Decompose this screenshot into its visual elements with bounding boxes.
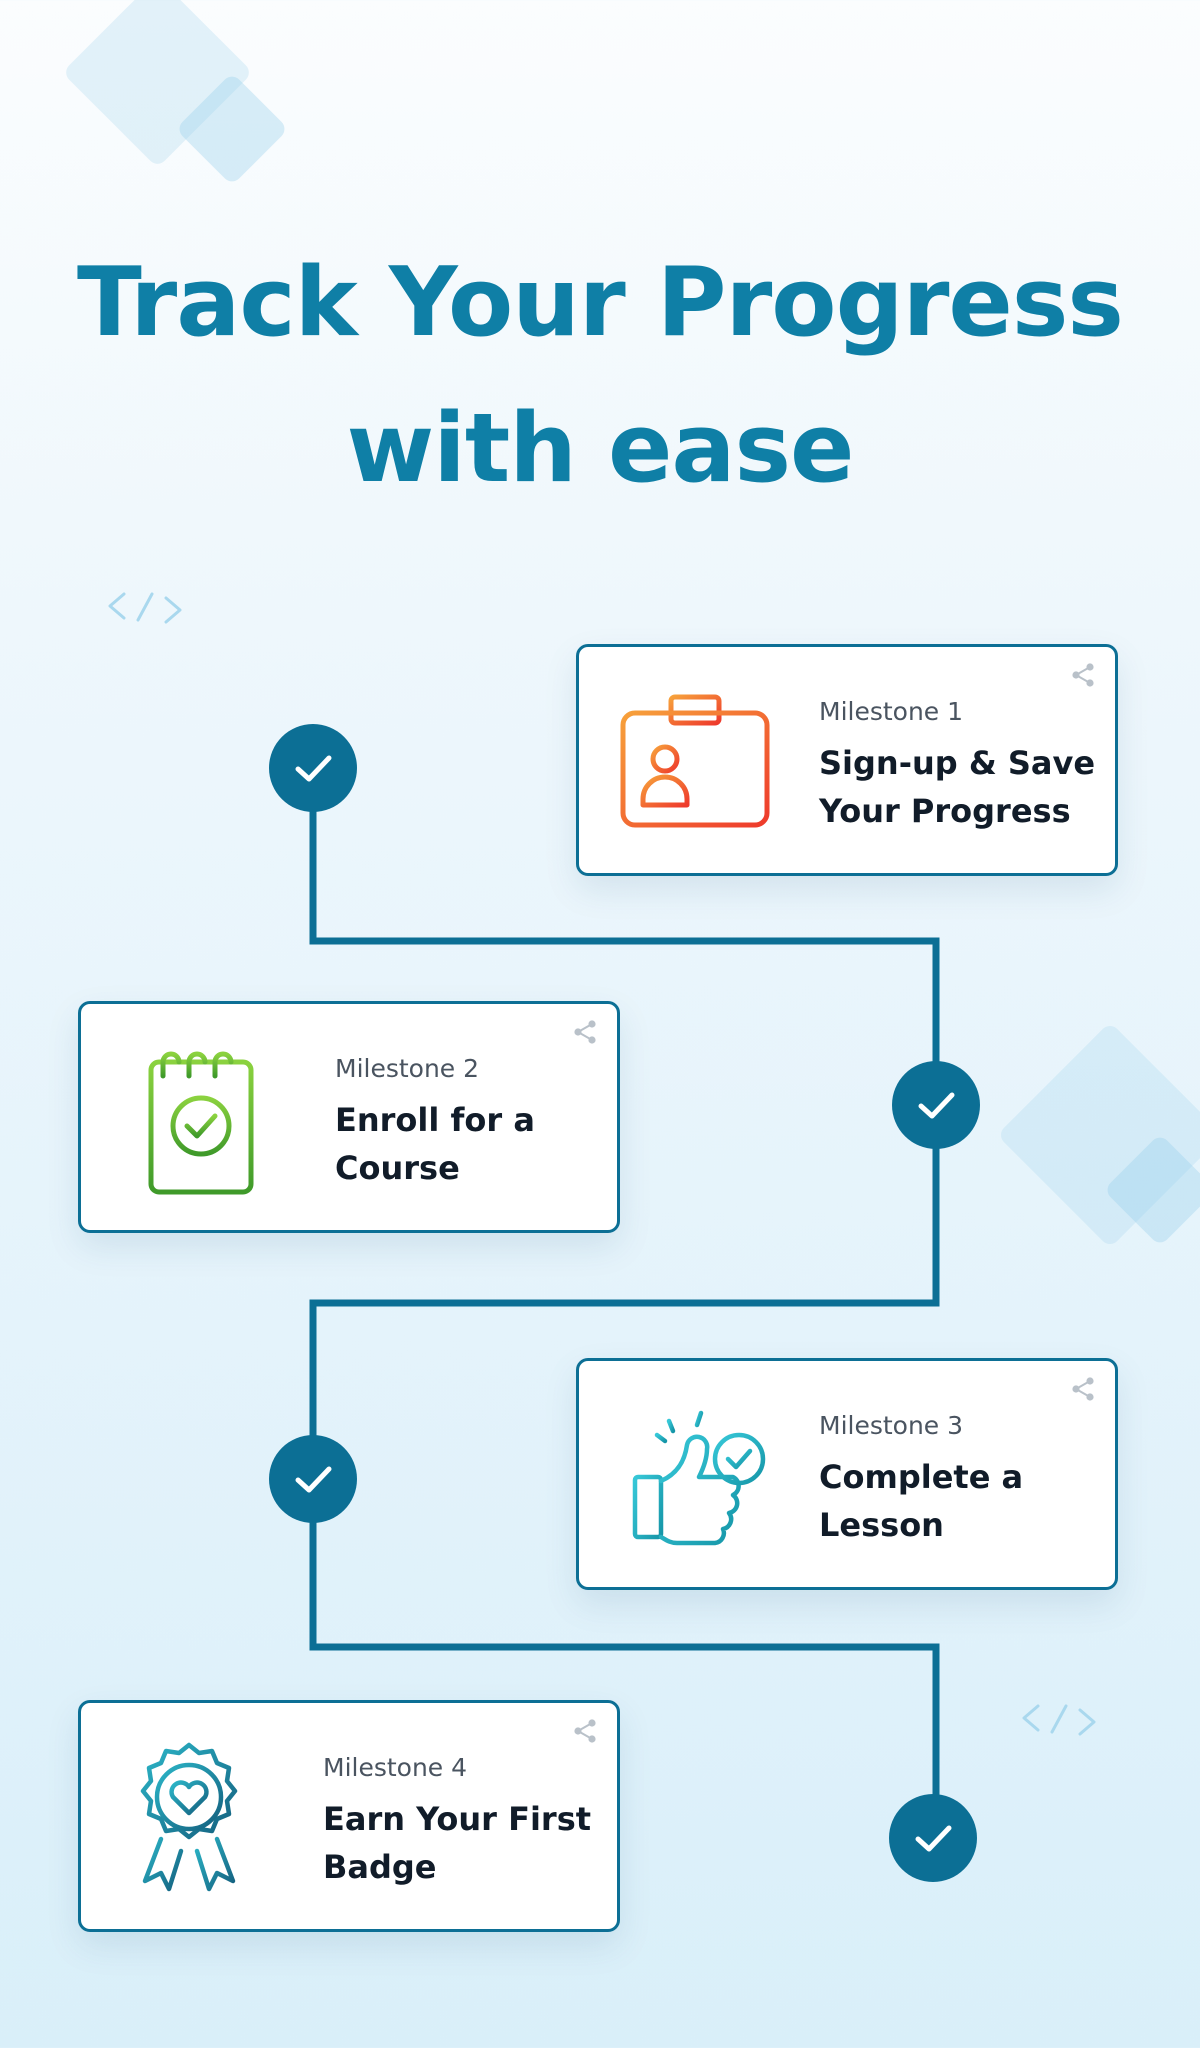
milestone-title: Enroll for a Course	[335, 1096, 635, 1192]
milestone-title-line2: Badge	[323, 1848, 437, 1886]
page-title-line2: with ease	[346, 394, 855, 504]
page-title: Track Your Progress with ease	[0, 230, 1200, 522]
code-brackets-icon	[108, 592, 182, 624]
milestone-title: Sign-up & Save Your Progress	[819, 739, 1119, 835]
thumbs-up-check-icon	[632, 1408, 766, 1546]
milestone-title-line1: Complete a	[819, 1458, 1024, 1496]
share-icon[interactable]	[1069, 1375, 1097, 1403]
milestone-title-line2: Your Progress	[819, 792, 1071, 830]
milestone-1-check-icon	[269, 724, 357, 812]
milestone-title: Earn Your First Badge	[323, 1795, 623, 1891]
code-brackets-icon	[1022, 1704, 1096, 1736]
milestone-title-line2: Course	[335, 1149, 460, 1187]
milestone-card-1[interactable]: Milestone 1 Sign-up & Save Your Progress	[576, 644, 1118, 876]
milestone-card-3[interactable]: Milestone 3 Complete a Lesson	[576, 1358, 1118, 1590]
share-icon[interactable]	[571, 1018, 599, 1046]
milestone-title-line1: Enroll for a	[335, 1101, 535, 1139]
milestone-label: Milestone 2	[335, 1054, 480, 1083]
id-badge-icon	[620, 694, 770, 828]
share-icon[interactable]	[1069, 661, 1097, 689]
milestone-title-line2: Lesson	[819, 1506, 944, 1544]
milestone-title-line1: Earn Your First	[323, 1800, 592, 1838]
milestone-4-check-icon	[889, 1794, 977, 1882]
award-ribbon-icon	[140, 1742, 238, 1892]
milestone-3-check-icon	[269, 1435, 357, 1523]
milestone-2-check-icon	[892, 1061, 980, 1149]
milestone-label: Milestone 3	[819, 1411, 964, 1440]
milestone-label: Milestone 1	[819, 697, 964, 726]
page-title-line1: Track Your Progress	[77, 248, 1124, 358]
milestone-card-2[interactable]: Milestone 2 Enroll for a Course	[78, 1001, 620, 1233]
milestone-title-line1: Sign-up & Save	[819, 744, 1096, 782]
milestone-card-4[interactable]: Milestone 4 Earn Your First Badge	[78, 1700, 620, 1932]
milestone-label: Milestone 4	[323, 1753, 468, 1782]
notepad-check-icon	[148, 1051, 254, 1195]
share-icon[interactable]	[571, 1717, 599, 1745]
milestone-title: Complete a Lesson	[819, 1453, 1119, 1549]
